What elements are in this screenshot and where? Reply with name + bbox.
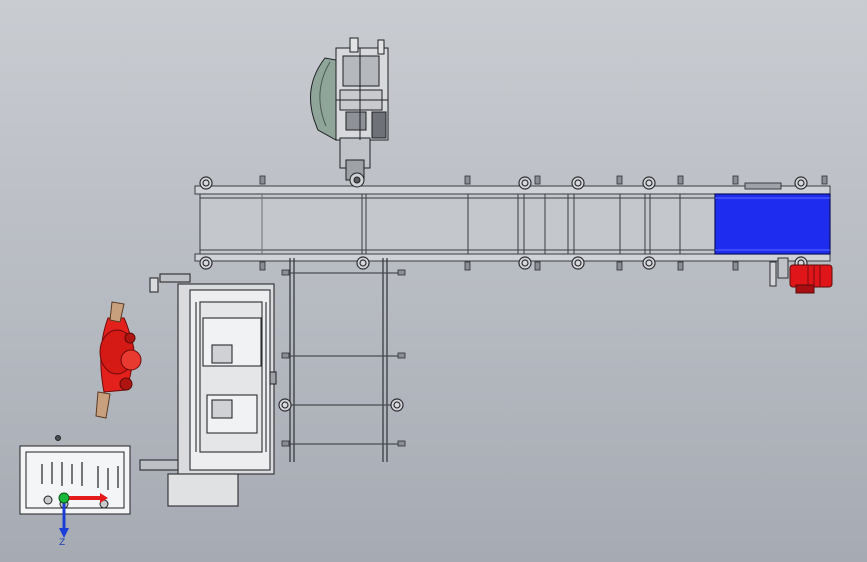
coordinate-triad: Z (58, 492, 108, 548)
z-axis-label: Z (59, 538, 65, 548)
robot-arm[interactable] (309, 37, 389, 188)
ladder-conveyor[interactable] (278, 258, 406, 462)
drive-motor[interactable] (769, 257, 833, 294)
operator-figure (95, 301, 142, 419)
machine-frame[interactable] (139, 273, 277, 507)
control-panel[interactable] (19, 435, 131, 515)
main-conveyor[interactable] (194, 175, 831, 271)
infeed-conveyor-section[interactable] (714, 193, 831, 255)
